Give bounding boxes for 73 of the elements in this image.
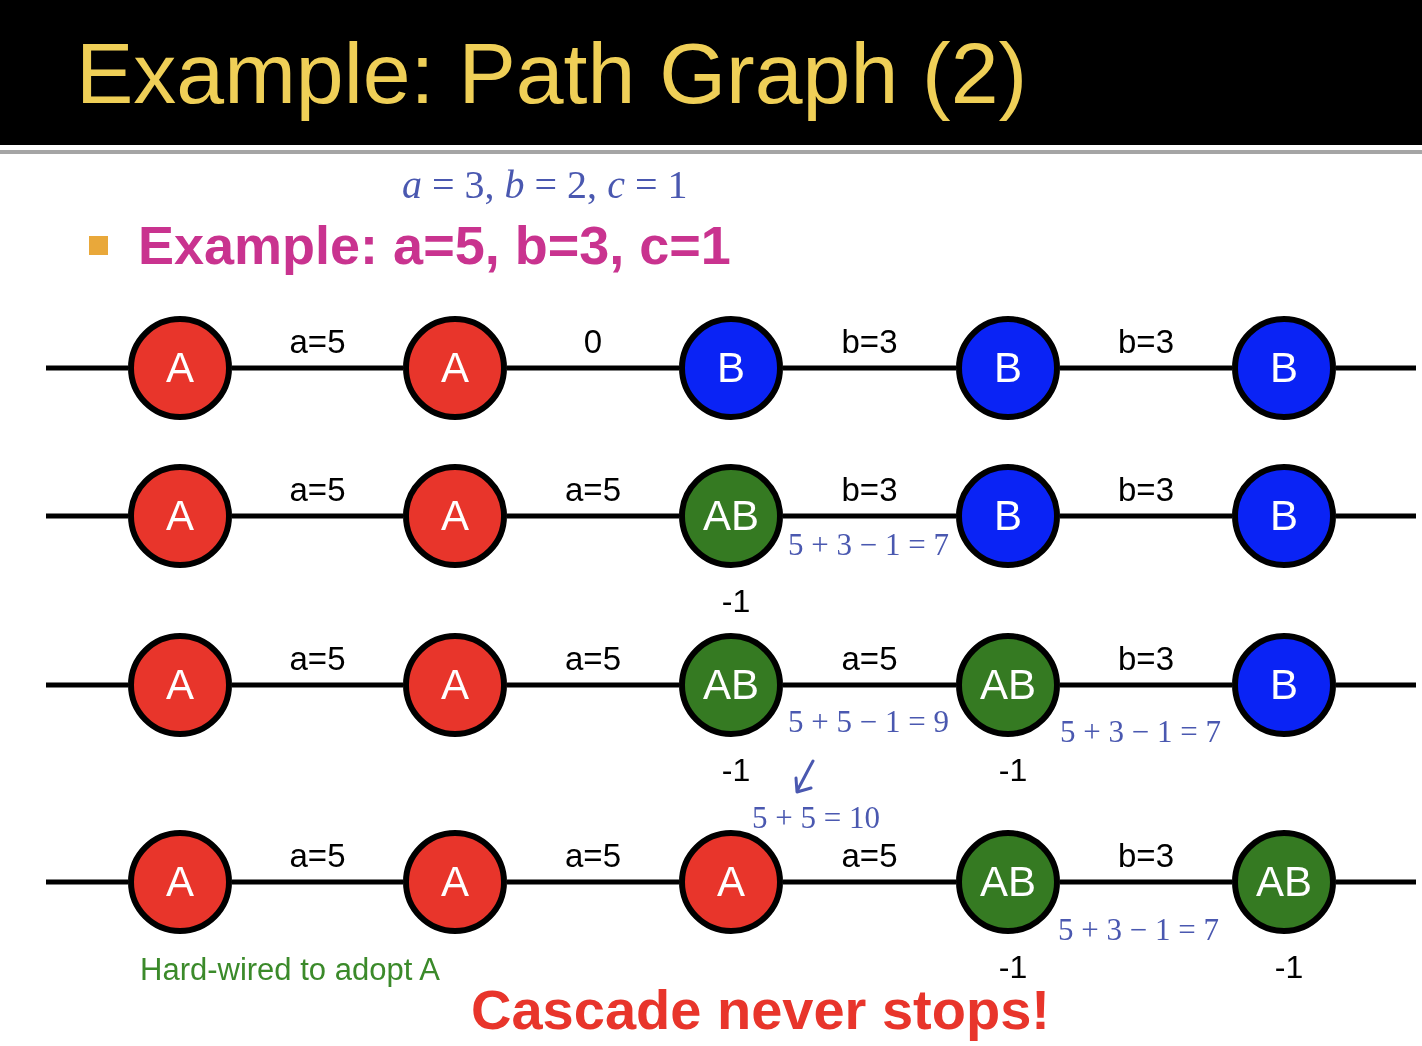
- equation-text: 5 + 3 − 1 = 7: [788, 527, 949, 563]
- edge-line: [507, 365, 679, 371]
- edge-line: [1336, 365, 1416, 371]
- edge-line: [783, 365, 956, 371]
- edge-label: b=3: [1118, 324, 1174, 358]
- node-label: A: [441, 861, 469, 903]
- node-label: AB: [1256, 861, 1312, 903]
- bullet-text: Example: a=5, b=3, c=1: [138, 213, 731, 277]
- edge-label: b=3: [841, 324, 898, 358]
- score-label: -1: [998, 754, 1028, 786]
- node-label: B: [717, 347, 745, 389]
- edge-label: a=5: [565, 838, 621, 872]
- node-label: A: [166, 664, 194, 706]
- edge-line: [507, 513, 679, 519]
- edge-line: [1060, 682, 1232, 688]
- score-label: -1: [1274, 951, 1304, 983]
- edge-label: a=5: [565, 472, 621, 506]
- equation-text: a = 3, b = 2, c = 1: [402, 161, 688, 209]
- score-label: -1: [721, 754, 751, 786]
- edge-label: b=3: [1118, 472, 1174, 506]
- edge-label: a=5: [841, 641, 898, 675]
- edge-line: [507, 879, 679, 885]
- edge-label: a=5: [841, 838, 898, 872]
- node-label: A: [441, 495, 469, 537]
- node-label: B: [994, 347, 1022, 389]
- edge-line: [507, 682, 679, 688]
- edge-label: b=3: [1118, 641, 1174, 675]
- slide-title: Example: Path Graph (2): [76, 24, 1028, 123]
- node-label: A: [166, 861, 194, 903]
- edge-label: b=3: [841, 472, 898, 506]
- node-label: A: [441, 664, 469, 706]
- edge-line: [1336, 879, 1416, 885]
- edge-line: [1336, 513, 1416, 519]
- edge-line: [1060, 879, 1232, 885]
- node-label: AB: [980, 861, 1036, 903]
- node-label: AB: [703, 495, 759, 537]
- edge-line: [232, 513, 403, 519]
- node-label: A: [166, 347, 194, 389]
- equation-text: 5 + 5 − 1 = 9: [788, 704, 949, 740]
- equation-text: 5 + 5 = 10: [752, 800, 880, 836]
- edge-label: a=5: [565, 641, 621, 675]
- edge-line: [232, 682, 403, 688]
- edge-label: b=3: [1118, 838, 1174, 872]
- node-label: A: [166, 495, 194, 537]
- edge-line: [1060, 365, 1232, 371]
- edge-line: [46, 682, 128, 688]
- edge-line: [1060, 513, 1232, 519]
- edge-line: [783, 879, 956, 885]
- node-label: B: [994, 495, 1022, 537]
- edge-label: a=5: [289, 324, 346, 358]
- edge-line: [783, 682, 956, 688]
- note-text: Hard-wired to adopt A: [140, 951, 440, 989]
- score-label: -1: [721, 585, 751, 617]
- edge-label: a=5: [289, 838, 346, 872]
- equation-text: 5 + 3 − 1 = 7: [1058, 912, 1219, 948]
- node-label: B: [1270, 495, 1298, 537]
- node-label: AB: [703, 664, 759, 706]
- edge-line: [232, 365, 403, 371]
- edge-label: a=5: [289, 472, 346, 506]
- node-label: B: [1270, 347, 1298, 389]
- node-label: A: [441, 347, 469, 389]
- edge-line: [46, 513, 128, 519]
- node-label: A: [717, 861, 745, 903]
- equation-text: 5 + 3 − 1 = 7: [1060, 714, 1221, 750]
- edge-label: 0: [583, 324, 603, 358]
- node-label: B: [1270, 664, 1298, 706]
- node-label: AB: [980, 664, 1036, 706]
- edge-line: [1336, 682, 1416, 688]
- edge-line: [783, 513, 956, 519]
- edge-line: [46, 365, 128, 371]
- edge-label: a=5: [289, 641, 346, 675]
- edge-line: [232, 879, 403, 885]
- edge-line: [46, 879, 128, 885]
